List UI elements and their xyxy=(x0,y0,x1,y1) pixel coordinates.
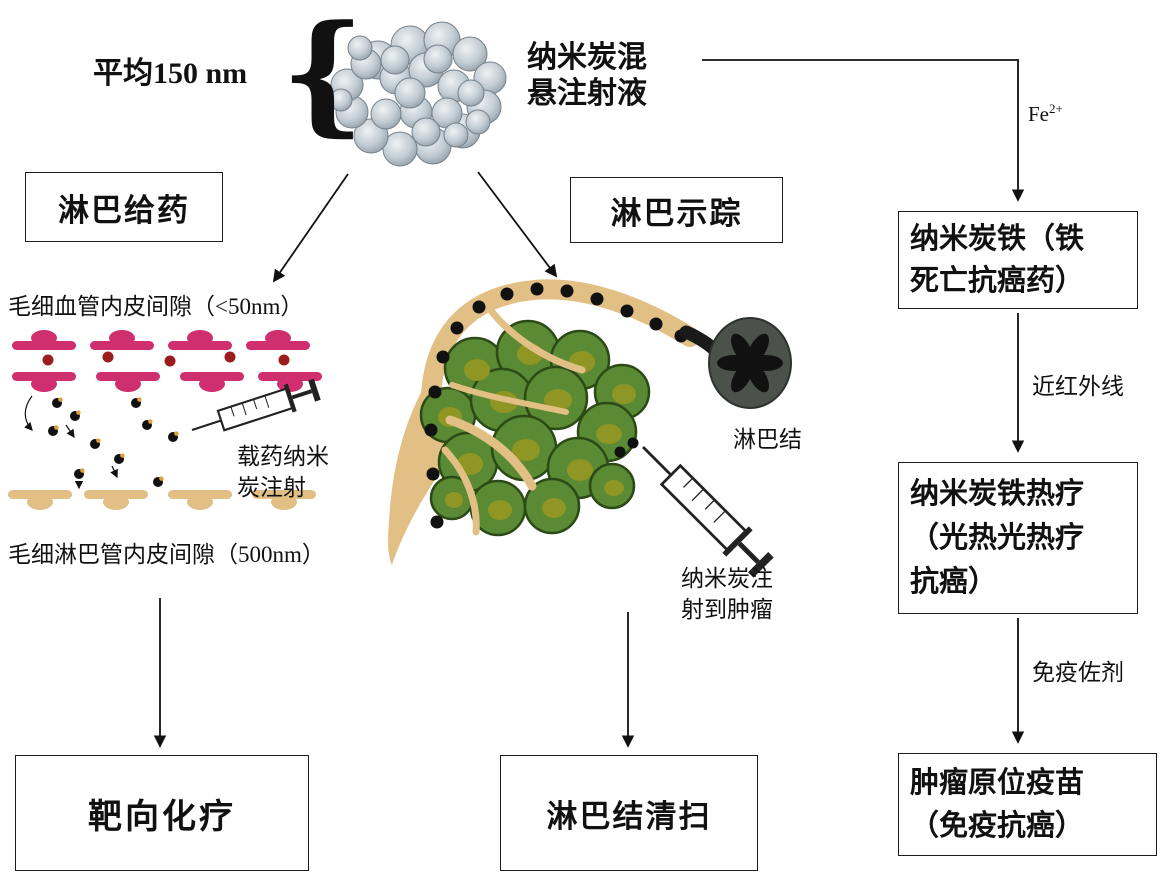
drug-injection-line-1: 载药纳米 xyxy=(237,444,329,469)
step2-line-1: 纳米炭铁热疗 xyxy=(910,478,1085,510)
step1-line-1: 纳米炭铁（铁 xyxy=(910,223,1085,255)
drug-injection-line-2: 炭注射 xyxy=(237,475,306,500)
fe-base: Fe xyxy=(1028,102,1049,126)
immune-adjuvant-label: 免疫佐剂 xyxy=(1032,660,1124,685)
box-photothermal-therapy: 纳米炭铁热疗 （光热光热疗 抗癌） xyxy=(898,462,1138,614)
fe-superscript: 2+ xyxy=(1049,101,1063,116)
fe-label: Fe2+ xyxy=(1028,101,1063,127)
arrow-to-lymph-delivery xyxy=(272,173,349,283)
tumor-injection-label: 纳米炭注 射到肿瘤 xyxy=(681,563,773,625)
flow-arrows xyxy=(153,59,1025,748)
lymph-capillary-gap-label: 毛细淋巴管内皮间隙（500nm） xyxy=(8,542,325,567)
lymph-node-lobes xyxy=(717,333,783,393)
box-in-situ-vaccine: 肿瘤原位疫苗 （免疫抗癌） xyxy=(898,753,1157,856)
average-size-label: 平均150 nm xyxy=(93,57,248,90)
suspension-line-1: 纳米炭混 xyxy=(527,41,647,74)
lymph-node-icon xyxy=(679,317,792,409)
red-blood-cells xyxy=(42,351,290,367)
capillary-gap-label: 毛细血管内皮间隙（<50nm） xyxy=(8,294,304,319)
arrow-fe-path xyxy=(702,59,1025,202)
brace-glyph: { xyxy=(281,0,365,149)
box-node-dissection: 淋巴结清扫 xyxy=(500,755,758,871)
nanoparticle-cluster-illustration xyxy=(329,21,507,167)
box-targeted-chemo: 靶向化疗 xyxy=(15,755,309,871)
lymph-node-label: 淋巴结 xyxy=(733,427,802,452)
suspension-line-2: 悬注射液 xyxy=(527,77,647,110)
arrow-to-lymph-tracing xyxy=(477,171,558,278)
suspension-label: 纳米炭混 悬注射液 xyxy=(527,40,647,112)
step3-line-1: 肿瘤原位疫苗 xyxy=(910,766,1085,799)
drug-nanoparticles xyxy=(48,397,179,487)
tumor-injection-line-1: 纳米炭注 xyxy=(681,566,773,591)
step2-line-2: （光热光热疗 xyxy=(910,522,1085,554)
tracer-dot-trail xyxy=(424,282,688,529)
box-lymph-delivery: 淋巴给药 xyxy=(25,172,223,242)
step3-line-2: （免疫抗癌） xyxy=(910,809,1085,842)
near-infrared-label: 近红外线 xyxy=(1032,374,1124,399)
step2-line-3: 抗癌） xyxy=(910,566,998,598)
particle-motion-arrows xyxy=(24,395,118,490)
tumor-injection-line-2: 射到肿瘤 xyxy=(681,597,773,622)
step1-line-2: 死亡抗癌药） xyxy=(910,265,1085,297)
syringe-icon-center xyxy=(630,434,777,581)
box-lymph-tracing: 淋巴示踪 xyxy=(570,177,783,243)
lymph-vessel-branches xyxy=(441,308,586,536)
drug-injection-label: 载药纳米 炭注射 xyxy=(237,441,329,503)
box-nano-carbon-iron: 纳米炭铁（铁 死亡抗癌药） xyxy=(898,211,1138,309)
